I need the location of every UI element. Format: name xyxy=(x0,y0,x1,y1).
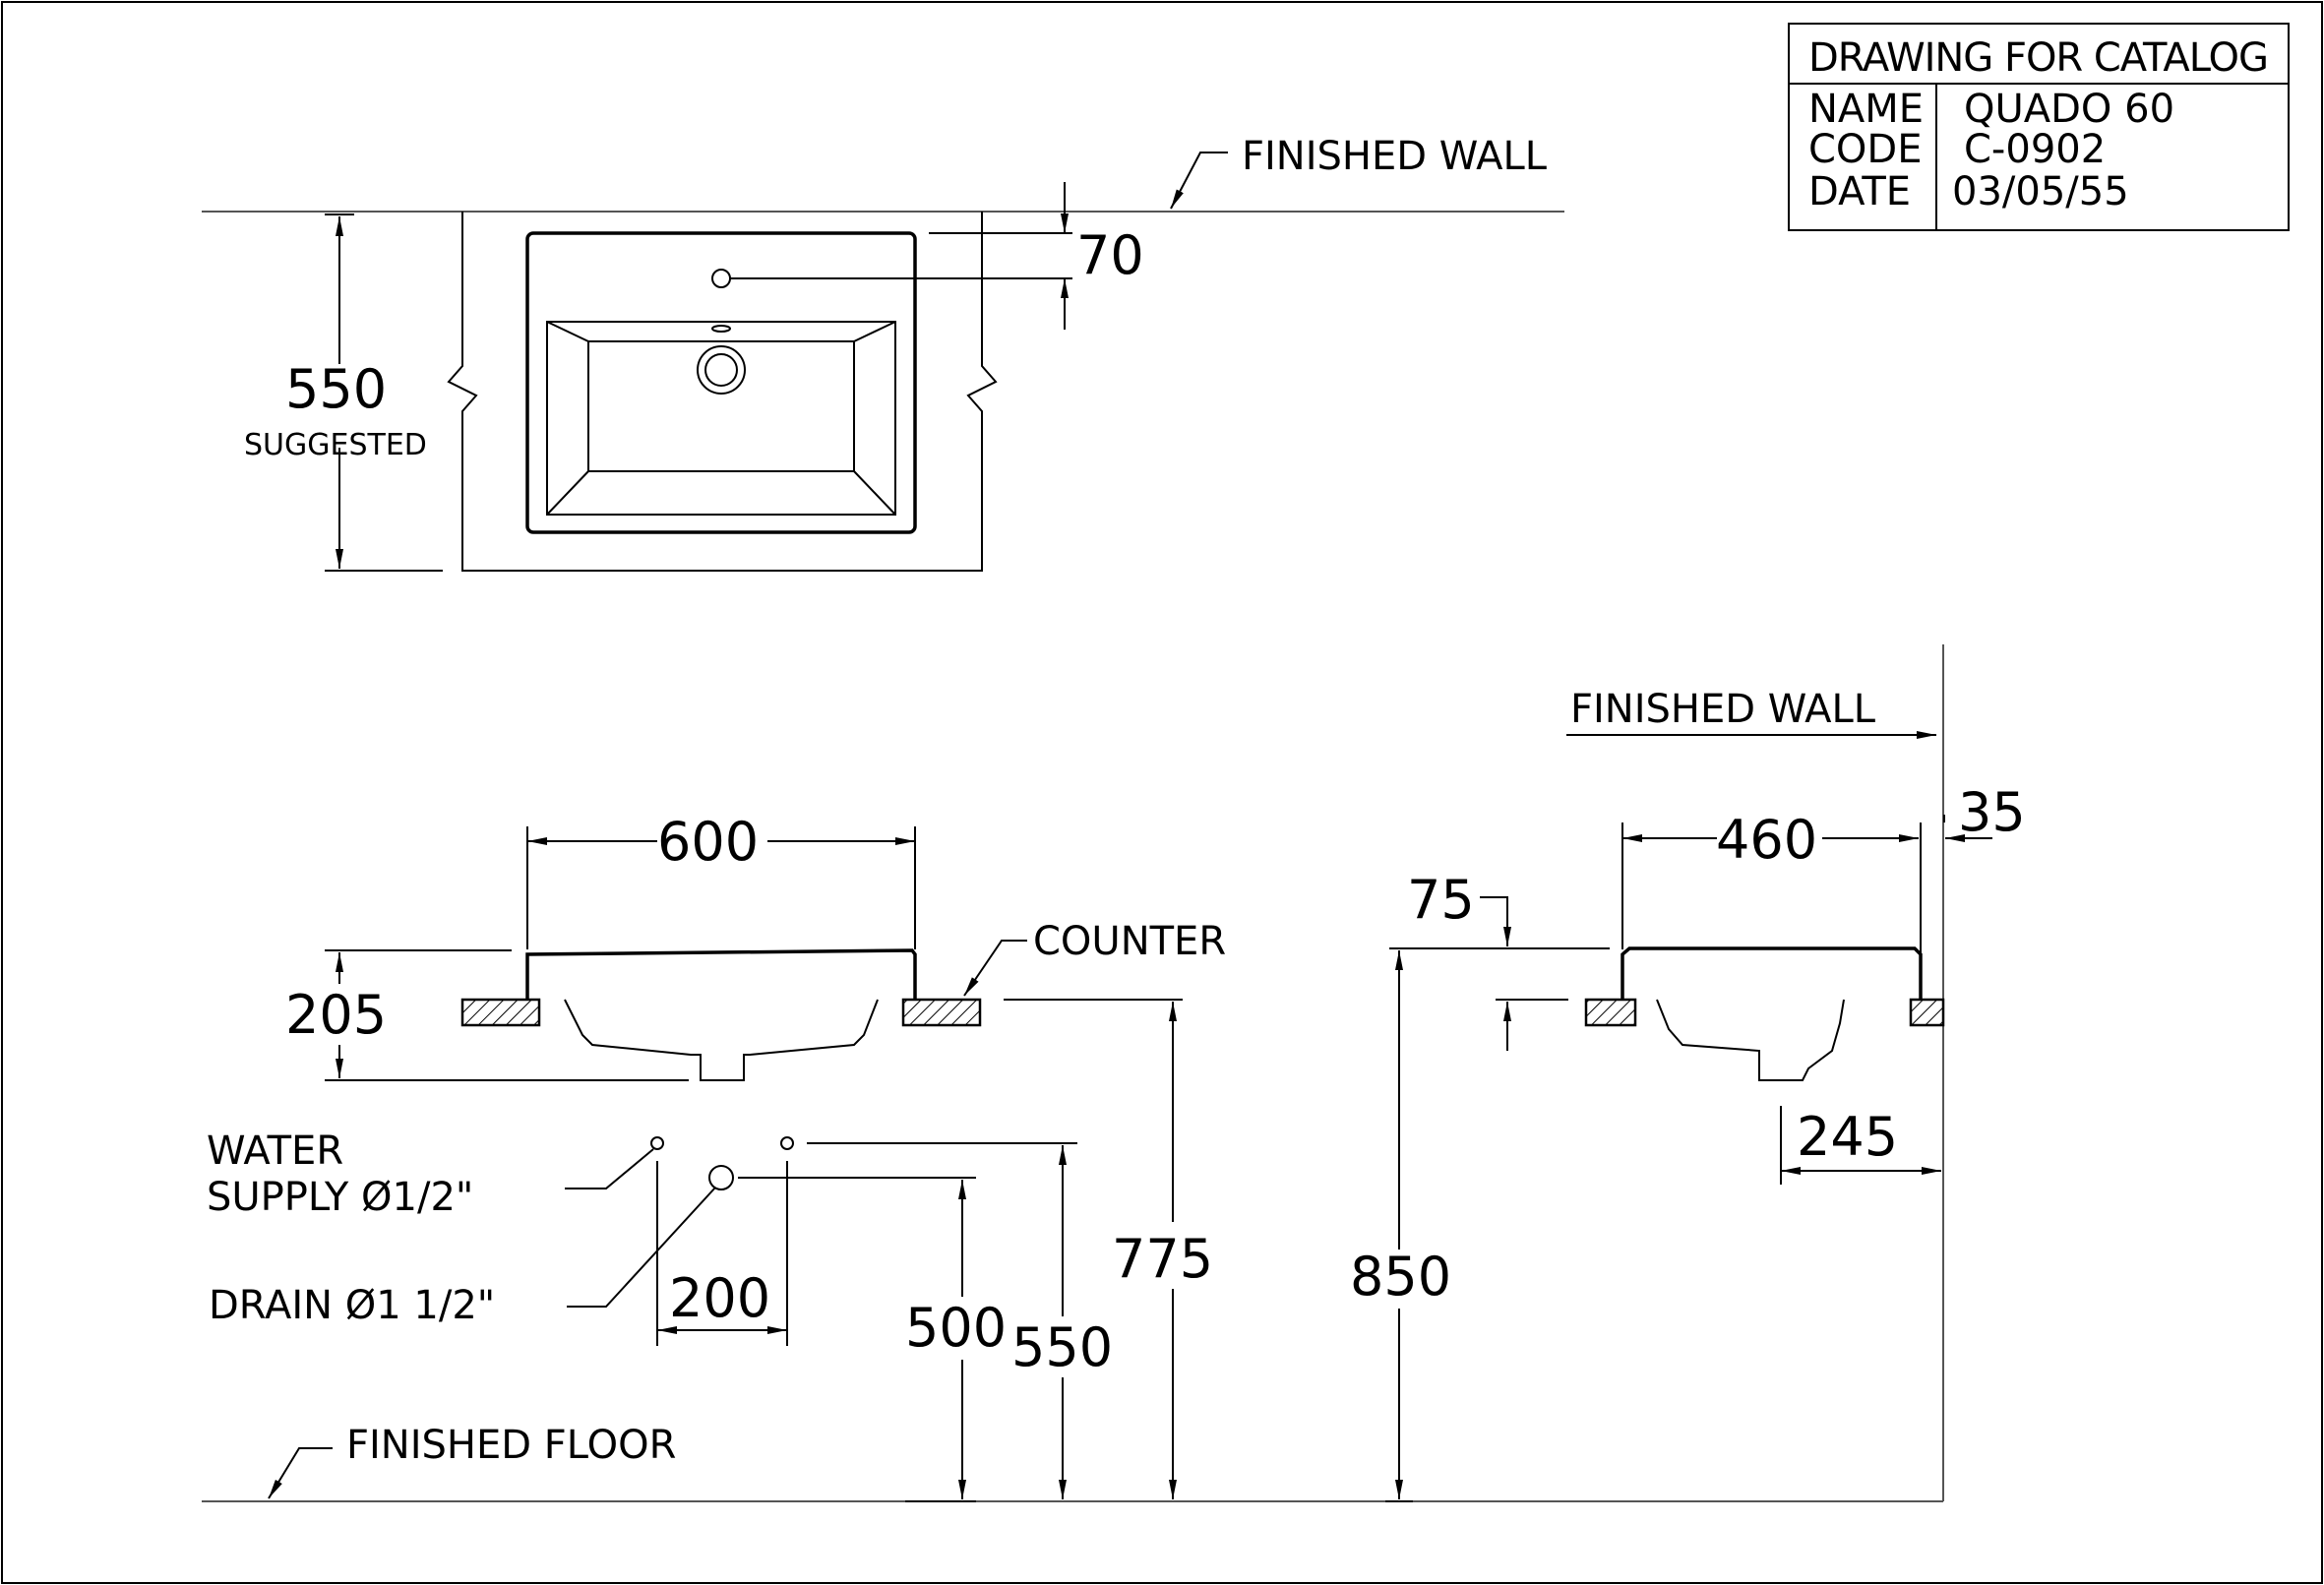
counter-outline-plan xyxy=(447,212,998,572)
counter-leader xyxy=(963,940,1027,997)
drain-leader xyxy=(567,1187,716,1308)
water-supply-right xyxy=(780,1136,794,1150)
spacing-dimension: 200 xyxy=(669,1267,770,1329)
code-label: CODE xyxy=(1808,127,1923,172)
bowl-height-dimension: 205 xyxy=(285,984,387,1046)
date-label: DATE xyxy=(1808,169,1911,214)
supply-height-dimension: 550 xyxy=(1011,1316,1113,1378)
code-value: C-0902 xyxy=(1964,127,2106,172)
basin-outer-plan xyxy=(525,231,917,534)
rim-thickness-leader xyxy=(1480,896,1511,946)
counter-height-dimension: 775 xyxy=(1112,1228,1213,1290)
water-supply-leader xyxy=(565,1148,654,1189)
finished-wall-side-label: FINISHED WALL xyxy=(1570,687,1876,732)
plan-depth-dimension: 550 xyxy=(285,358,387,420)
counter-right-section xyxy=(901,998,982,1027)
faucet-offset-dimension: 70 xyxy=(1076,224,1144,286)
drain-height-dimension: 500 xyxy=(905,1297,1007,1359)
side-depth-dimension: 460 xyxy=(1716,809,1817,871)
finished-floor-label: FINISHED FLOOR xyxy=(346,1423,676,1468)
title-block-heading: DRAWING FOR CATALOG xyxy=(1808,35,2269,81)
date-value: 03/05/55 xyxy=(1952,169,2129,214)
faucet-hole-plan xyxy=(711,269,731,288)
front-elevation: FINISHED FLOOR 600 COUNTER 205 WATER SUP… xyxy=(202,811,1943,1502)
drain-plan xyxy=(697,345,746,395)
bowl-side xyxy=(1656,999,1845,1081)
finished-wall-top-leader xyxy=(1170,152,1228,210)
width-dimension: 600 xyxy=(657,811,759,873)
rim-thickness-dimension: 75 xyxy=(1407,869,1475,931)
wall-gap-dimension: 35 xyxy=(1958,781,2026,843)
basin-rim-plan xyxy=(546,321,896,516)
drain-label: DRAIN Ø1 1/2" xyxy=(209,1283,495,1328)
drain-from-wall-dimension: 245 xyxy=(1797,1106,1898,1168)
bowl-plan xyxy=(587,340,855,472)
water-supply-left xyxy=(650,1136,664,1150)
counter-left-section xyxy=(460,998,541,1027)
name-value: QUADO 60 xyxy=(1964,87,2174,132)
finished-wall-top-label: FINISHED WALL xyxy=(1242,134,1548,179)
water-supply-label-line1: WATER xyxy=(207,1128,343,1174)
plan-view: FINISHED WALL 550 SUGGESTED 70 xyxy=(202,134,1564,572)
counter-label: COUNTER xyxy=(1033,919,1226,964)
rim-height-dimension: 850 xyxy=(1350,1246,1451,1308)
water-supply-label-line2: SUPPLY Ø1/2" xyxy=(207,1175,473,1220)
side-elevation: FINISHED WALL 460 35 75 850 245 xyxy=(1350,644,2026,1502)
drain-outlet xyxy=(708,1165,734,1190)
overflow-plan xyxy=(711,325,731,333)
basin-front xyxy=(525,948,917,1000)
counter-side-section-right xyxy=(1909,998,1945,1027)
title-block: DRAWING FOR CATALOG NAME QUADO 60 CODE C… xyxy=(1788,23,2290,231)
basin-side xyxy=(1621,946,1923,1000)
suggested-label: SUGGESTED xyxy=(244,428,427,462)
name-label: NAME xyxy=(1808,87,1924,132)
bowl-front xyxy=(564,999,879,1081)
finished-floor-leader xyxy=(268,1447,333,1499)
counter-side-section-left xyxy=(1584,998,1637,1027)
